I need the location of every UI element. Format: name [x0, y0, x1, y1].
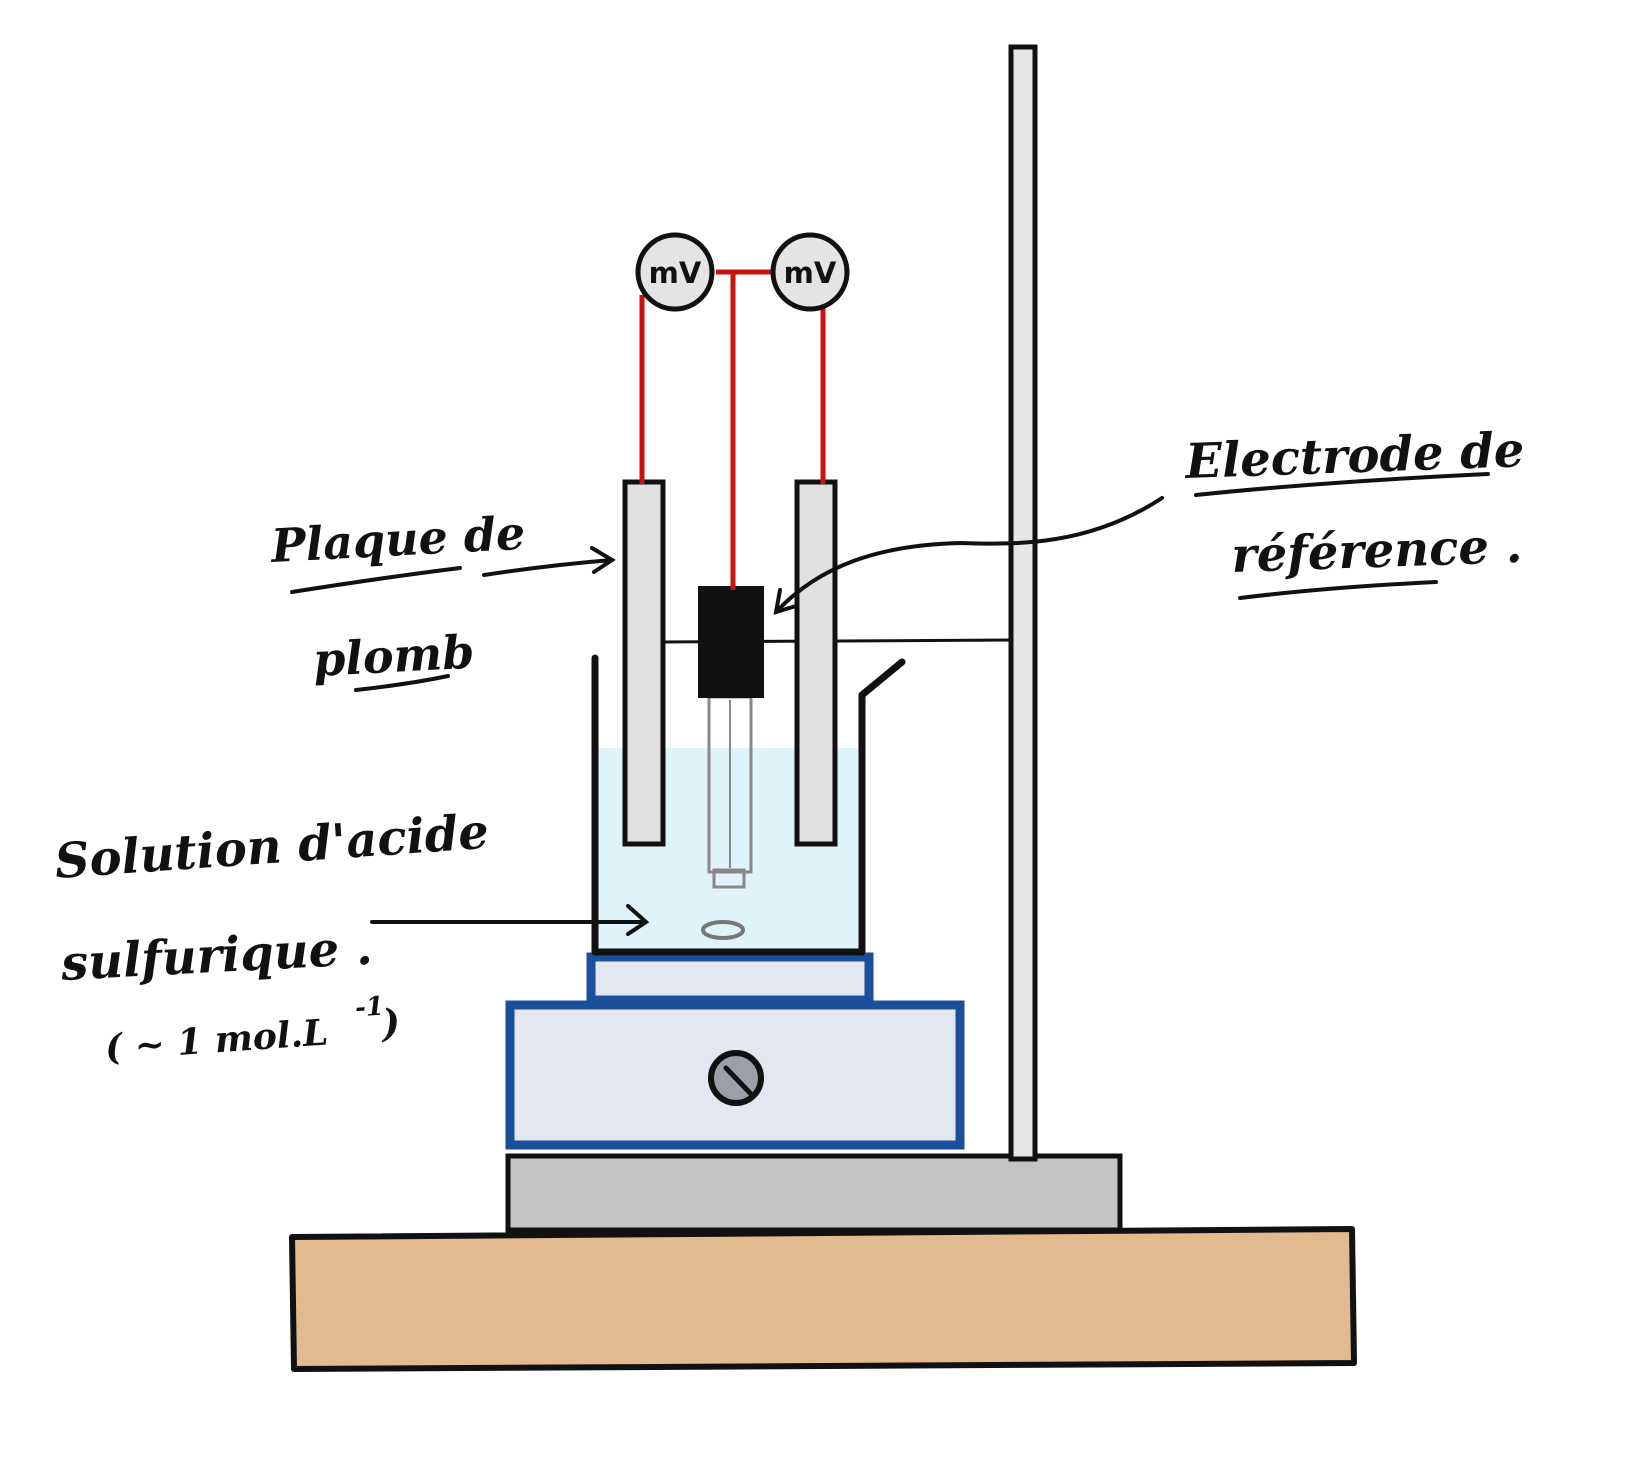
lab-bench: [289, 1226, 1357, 1372]
millivoltmeter-right: mV: [770, 232, 850, 312]
reference-underline-2: [1238, 580, 1438, 600]
lead-plate-arrow: [482, 546, 616, 577]
stir-bar: [701, 920, 745, 940]
stirrer-top-plate: [586, 952, 874, 1005]
lead-plate-right: [794, 479, 838, 847]
lead-plate-label-line2: plomb: [312, 625, 476, 687]
stirrer-knob-icon[interactable]: [708, 1050, 764, 1106]
reference-label-line1: Electrode de: [1182, 422, 1525, 490]
solution-label-line1: Solution d'acide: [53, 804, 491, 890]
meter-right-label: mV: [784, 256, 837, 290]
reference-electrode: [698, 586, 764, 889]
stand-base-plate: [505, 1153, 1123, 1233]
meter-left-label: mV: [649, 256, 702, 290]
wires: [639, 269, 826, 590]
stand-rod: [1008, 44, 1038, 1162]
lead-plate-label-line1: Plaque de: [268, 506, 527, 573]
solution-label-close: ): [379, 999, 402, 1045]
reference-arrow: [773, 496, 1164, 615]
solution-concentration-label: ( ~ 1 mol.L -1 ): [104, 992, 402, 1069]
lead-plate-left: [622, 479, 666, 847]
solution-label-exponent: -1: [354, 992, 385, 1024]
beaker: [591, 654, 906, 956]
solution-arrow: [370, 904, 650, 936]
reference-underline-1: [1194, 472, 1490, 497]
millivoltmeter-left: mV: [635, 232, 715, 312]
reference-label-line2: référence .: [1230, 518, 1523, 584]
lead-plate-underline-2: [354, 674, 450, 692]
solution-label-line2: sulfurique .: [59, 920, 374, 992]
lead-plate-underline-1: [290, 566, 462, 594]
magnetic-stirrer-body: [505, 1000, 965, 1150]
solution-label-line3: ( ~ 1 mol.L: [104, 1011, 330, 1068]
